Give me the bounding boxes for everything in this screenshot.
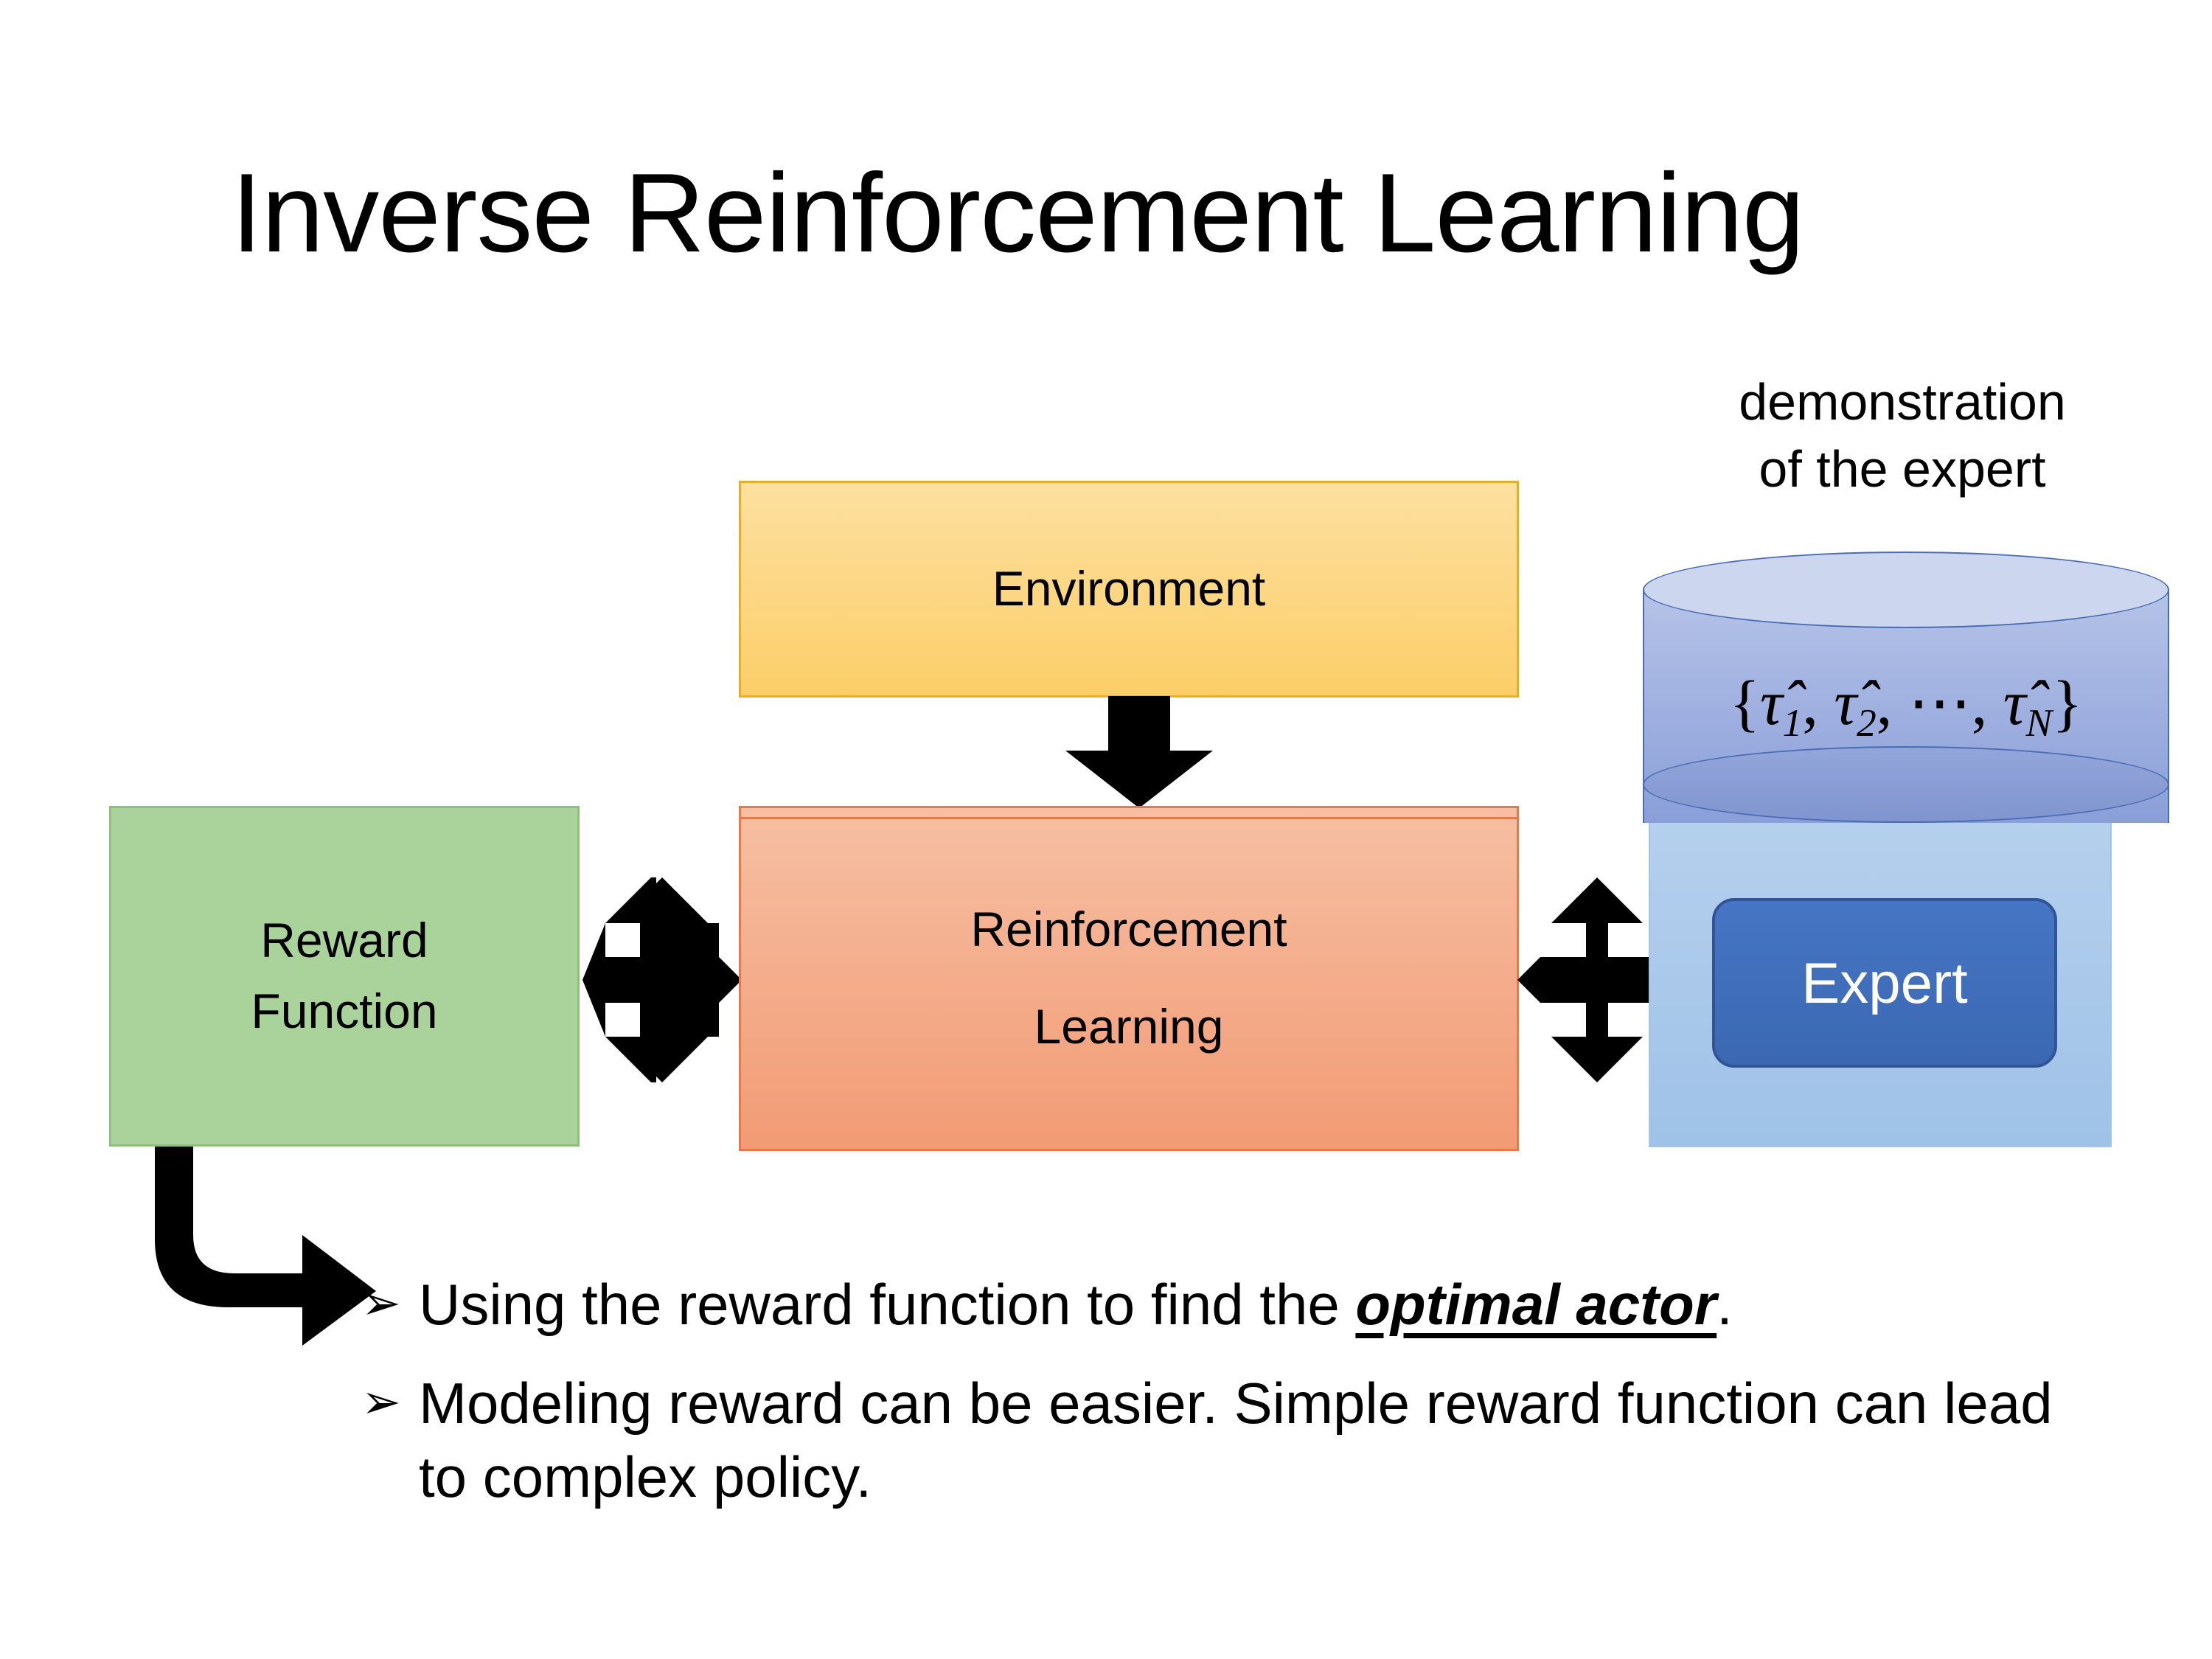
cylinder-bottom-ellipse <box>1643 746 2169 823</box>
formula-term-2: τ̂2 <box>1834 667 1877 745</box>
expert-box-label: Expert <box>1801 950 1968 1015</box>
demonstration-caption-line1: demonstration <box>1739 373 2066 431</box>
reinforcement-learning-label-line1: Reinforcement <box>970 902 1287 957</box>
reward-function-label-line1: Reward <box>260 913 428 968</box>
formula-term-n: τ̂N <box>2003 667 2053 745</box>
bullet-list: ➢ Using the reward function to find the … <box>361 1268 2116 1539</box>
environment-box: Environment <box>739 481 1519 698</box>
bullet-text: Using the reward function to find the op… <box>419 1268 2116 1342</box>
formula-open-brace: { <box>1729 667 1760 738</box>
cylinder-top-ellipse <box>1643 552 2169 628</box>
bullet-arrow-icon: ➢ <box>361 1276 401 1331</box>
bullet-arrow-icon: ➢ <box>361 1374 401 1430</box>
formula-close-brace: } <box>2052 667 2083 738</box>
demonstration-caption: demonstration of the expert <box>1630 369 2175 503</box>
reinforcement-learning-label-line2: Learning <box>1034 999 1224 1054</box>
reward-function-box: Reward Function <box>109 806 580 1147</box>
list-item: ➢ Modeling reward can be easier. Simple … <box>361 1367 2116 1514</box>
bullet-1-suffix: . <box>1717 1272 1733 1337</box>
formula-term-1: τ̂1 <box>1759 667 1803 745</box>
environment-to-rl-arrow-icon <box>1065 696 1213 808</box>
expert-box: Expert <box>1712 898 2057 1068</box>
reinforcement-learning-box: Reinforcement Learning <box>739 806 1519 1151</box>
bullet-1-emphasis: optimal actor <box>1355 1272 1717 1337</box>
bullet-text: Modeling reward can be easier. Simple re… <box>419 1370 2053 1509</box>
reward-rl-quad-arrow-icon <box>582 877 742 1082</box>
reward-function-label-line2: Function <box>251 984 438 1038</box>
rl-expert-quad-arrow-icon <box>1517 877 1677 1082</box>
reward-to-bullets-bent-arrow-icon <box>155 1147 376 1346</box>
trajectory-set-formula: {τ̂1, τ̂2, ⋯, τ̂N} <box>1729 667 2083 745</box>
list-item: ➢ Using the reward function to find the … <box>361 1268 2116 1342</box>
demonstration-caption-line2: of the expert <box>1759 440 2046 498</box>
page-title: Inverse Reinforcement Learning <box>231 150 1805 276</box>
bullet-1-prefix: Using the reward function to find the <box>419 1272 1356 1337</box>
demonstration-cylinder: {τ̂1, τ̂2, ⋯, τ̂N} <box>1643 552 2169 861</box>
environment-box-label: Environment <box>992 561 1266 616</box>
